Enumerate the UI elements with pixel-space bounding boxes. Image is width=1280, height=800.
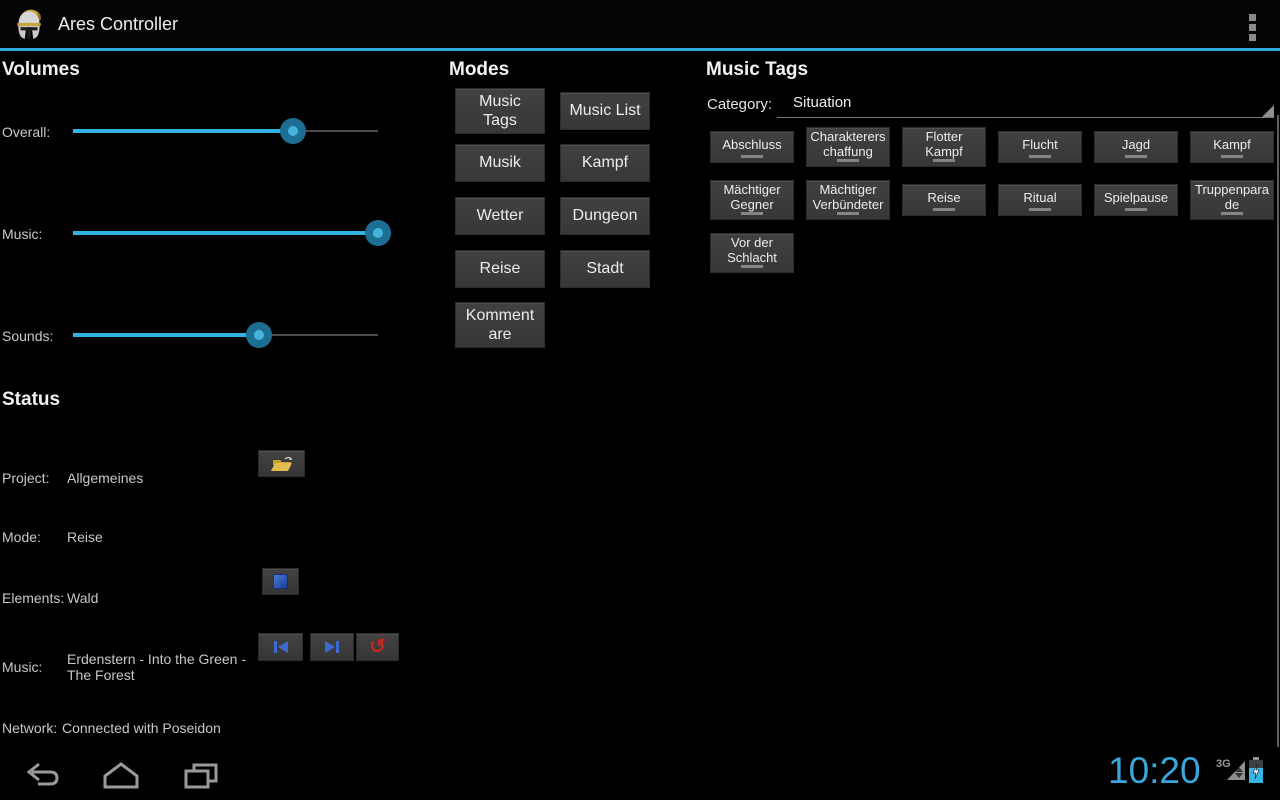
project-label: Project: bbox=[2, 470, 50, 486]
signal-strength-icon bbox=[1227, 761, 1245, 780]
music-value: Erdenstern - Into the Green - The Forest bbox=[67, 651, 246, 683]
tag-toggle-truppenparade[interactable]: Truppenparade bbox=[1190, 180, 1274, 220]
tag-toggle-maechtiger-verbuendeter[interactable]: Mächtiger Verbündeter bbox=[806, 180, 890, 220]
volumes-header: Volumes bbox=[2, 59, 80, 80]
open-project-button[interactable] bbox=[258, 450, 305, 477]
app-helmet-icon bbox=[17, 9, 41, 39]
network-label: Network: bbox=[2, 720, 58, 736]
tag-toggle-flucht[interactable]: Flucht bbox=[998, 131, 1082, 163]
mode-button-musik[interactable]: Musik bbox=[455, 144, 545, 182]
mode-button-dungeon[interactable]: Dungeon bbox=[560, 197, 650, 235]
mode-button-kommentare[interactable]: Kommentare bbox=[455, 302, 545, 348]
slider-thumb[interactable] bbox=[246, 322, 273, 348]
music-volume-label: Music: bbox=[2, 226, 43, 242]
mode-button-music-tags[interactable]: Music Tags bbox=[455, 88, 545, 134]
skip-previous-icon bbox=[273, 641, 288, 653]
music-label: Music: bbox=[2, 659, 43, 675]
repeat-button[interactable]: ↺ bbox=[356, 633, 399, 661]
tag-toggle-vor-der-schlacht[interactable]: Vor der Schlacht bbox=[710, 233, 794, 273]
app-title: Ares Controller bbox=[58, 13, 179, 34]
mode-button-stadt[interactable]: Stadt bbox=[560, 250, 650, 288]
sounds-volume-slider[interactable] bbox=[73, 322, 378, 348]
tag-toggle-abschluss[interactable]: Abschluss bbox=[710, 131, 794, 163]
status-clock: 10:20 bbox=[1108, 750, 1201, 791]
action-bar: Ares Controller bbox=[0, 0, 1280, 51]
elements-value: Wald bbox=[67, 590, 99, 606]
tag-toggle-maechtiger-gegner[interactable]: Mächtiger Gegner bbox=[710, 180, 794, 220]
mode-button-reise[interactable]: Reise bbox=[455, 250, 545, 288]
previous-track-button[interactable] bbox=[258, 633, 303, 661]
repeat-icon: ↺ bbox=[369, 636, 386, 658]
elements-label: Elements: bbox=[2, 590, 65, 606]
mode-value: Reise bbox=[67, 529, 103, 545]
tag-toggle-charaktererschaffung[interactable]: Charaktererschaffung bbox=[806, 127, 890, 167]
overall-volume-slider[interactable] bbox=[73, 118, 378, 144]
mode-button-kampf[interactable]: Kampf bbox=[560, 144, 650, 182]
recents-icon[interactable] bbox=[182, 762, 222, 792]
modes-header: Modes bbox=[449, 59, 510, 80]
scrollbar[interactable] bbox=[1277, 115, 1279, 747]
music-volume-slider[interactable] bbox=[73, 220, 391, 246]
home-icon[interactable] bbox=[100, 760, 142, 792]
stop-icon bbox=[273, 574, 288, 589]
mode-label: Mode: bbox=[2, 529, 41, 545]
project-value: Allgemeines bbox=[67, 470, 144, 486]
battery-charging-icon bbox=[1249, 757, 1263, 783]
network-value: Connected with Poseidon bbox=[62, 720, 221, 736]
overall-volume-label: Overall: bbox=[2, 124, 51, 140]
music-tags-header: Music Tags bbox=[706, 59, 809, 80]
tag-toggle-jagd[interactable]: Jagd bbox=[1094, 131, 1178, 163]
stop-elements-button[interactable] bbox=[262, 568, 299, 595]
back-icon[interactable] bbox=[22, 762, 62, 792]
sounds-volume-label: Sounds: bbox=[2, 328, 54, 344]
category-selected-value: Situation bbox=[793, 94, 852, 111]
spinner-handle-icon bbox=[1262, 105, 1274, 117]
next-track-button[interactable] bbox=[310, 633, 354, 661]
category-spinner[interactable]: Situation bbox=[777, 90, 1274, 118]
overflow-menu-icon[interactable] bbox=[1249, 14, 1256, 41]
system-navigation-bar: 10:20 3G bbox=[0, 750, 1280, 800]
category-label: Category: bbox=[707, 96, 773, 113]
mode-button-music-list[interactable]: Music List bbox=[560, 92, 650, 130]
tag-toggle-kampf[interactable]: Kampf bbox=[1190, 131, 1274, 163]
status-header: Status bbox=[2, 389, 61, 410]
slider-thumb[interactable] bbox=[279, 118, 306, 144]
tag-toggle-spielpause[interactable]: Spielpause bbox=[1094, 184, 1178, 216]
folder-open-icon bbox=[270, 456, 292, 471]
tag-toggle-ritual[interactable]: Ritual bbox=[998, 184, 1082, 216]
slider-thumb[interactable] bbox=[365, 220, 391, 246]
tag-toggle-reise[interactable]: Reise bbox=[902, 184, 986, 216]
mode-button-wetter[interactable]: Wetter bbox=[455, 197, 545, 235]
skip-next-icon bbox=[325, 641, 339, 653]
tag-toggle-flotter-kampf[interactable]: Flotter Kampf bbox=[902, 127, 986, 167]
